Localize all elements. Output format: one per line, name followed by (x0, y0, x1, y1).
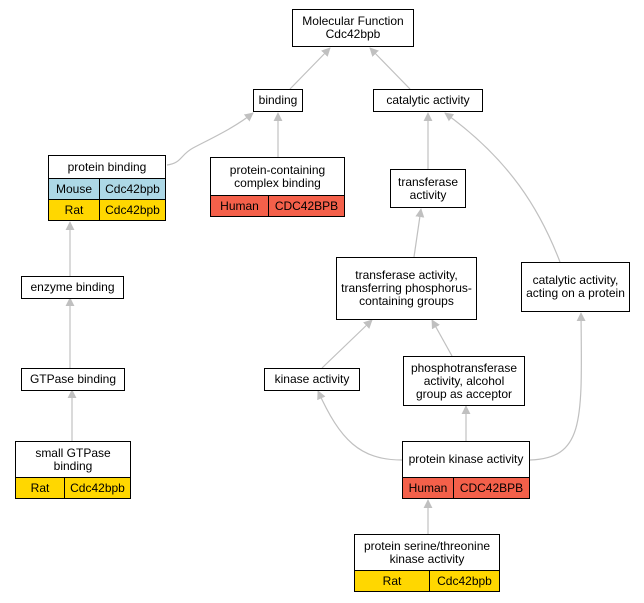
edge-phosphotransferase-to-transferase-phos (431, 319, 453, 357)
node-protein-serine-threonine-kinase[interactable]: protein serine/threonine kinase activity… (354, 534, 500, 592)
gene-cell: CDC42BPB (453, 478, 529, 498)
annotation-row: Rat Cdc42bpb (49, 199, 165, 220)
node-title: transferase activity (397, 174, 459, 202)
node-title: protein serine/threonine kinase activity (363, 538, 491, 566)
node-phosphotransferase-alcohol[interactable]: phosphotransferase activity, alcohol gro… (403, 356, 525, 406)
edge-catalytic-to-mf (369, 47, 411, 90)
annotation-row: Human CDC42BPB (211, 195, 344, 216)
node-protein-containing-complex-binding[interactable]: protein-containing complex binding Human… (210, 157, 345, 217)
species-cell: Human (403, 478, 453, 498)
edge-protein-binding-to-binding (166, 112, 254, 166)
node-title: enzyme binding (30, 280, 115, 294)
edge-protein-kinase-to-catalytic-protein (529, 312, 586, 461)
edge-catalytic-protein-to-catalytic (444, 112, 561, 263)
node-title: GTPase binding (29, 372, 117, 386)
node-catalytic-activity-protein[interactable]: catalytic activity, acting on a protein (521, 262, 630, 312)
node-title: catalytic activity, acting on a protein (526, 273, 625, 300)
edge-kinase-to-transferase-phos (321, 319, 373, 369)
node-binding[interactable]: binding (253, 89, 303, 112)
node-title: Molecular Function Cdc42bpb (302, 14, 404, 41)
annotation-row: Rat Cdc42bpb (16, 477, 130, 498)
node-title: transferase activity, transferring phosp… (341, 268, 472, 308)
species-cell: Rat (355, 571, 429, 591)
edge-binding-to-mf (289, 47, 331, 90)
node-title: phosphotransferase activity, alcohol gro… (410, 360, 518, 401)
edge-transferase-phos-to-transferase (413, 208, 425, 258)
node-protein-kinase-activity[interactable]: protein kinase activity Human CDC42BPB (402, 441, 530, 499)
gene-cell: CDC42BPB (268, 196, 344, 216)
node-enzyme-binding[interactable]: enzyme binding (21, 276, 124, 299)
node-title: protein-containing complex binding (229, 162, 326, 190)
node-molecular-function[interactable]: Molecular Function Cdc42bpb (292, 9, 414, 47)
edge-protein-kinase-to-kinase (317, 390, 403, 461)
node-protein-binding[interactable]: protein binding Mouse Cdc42bpb Rat Cdc42… (48, 155, 166, 221)
node-title: binding (258, 93, 298, 107)
node-small-gtpase-binding[interactable]: small GTPase binding Rat Cdc42bpb (15, 441, 131, 499)
node-transferase-activity[interactable]: transferase activity (390, 169, 466, 208)
gene-cell: Cdc42bpb (99, 179, 165, 199)
gene-cell: Cdc42bpb (64, 478, 130, 498)
gene-cell: Cdc42bpb (99, 200, 165, 220)
node-title: catalytic activity (386, 93, 470, 107)
gene-cell: Cdc42bpb (429, 571, 499, 591)
node-catalytic-activity[interactable]: catalytic activity (373, 89, 483, 112)
annotation-row: Human CDC42BPB (403, 477, 529, 498)
node-title: protein binding (67, 159, 147, 174)
species-cell: Rat (16, 478, 64, 498)
annotation-row: Rat Cdc42bpb (355, 570, 499, 591)
node-title: small GTPase binding (35, 445, 111, 473)
node-title: kinase activity (274, 372, 350, 386)
species-cell: Human (211, 196, 268, 216)
node-title: protein kinase activity (408, 452, 524, 466)
node-transferase-phosphorus[interactable]: transferase activity, transferring phosp… (336, 257, 477, 320)
node-kinase-activity[interactable]: kinase activity (264, 368, 360, 391)
annotation-row: Mouse Cdc42bpb (49, 178, 165, 199)
species-cell: Rat (49, 200, 99, 220)
species-cell: Mouse (49, 179, 99, 199)
node-gtpase-binding[interactable]: GTPase binding (21, 368, 125, 391)
